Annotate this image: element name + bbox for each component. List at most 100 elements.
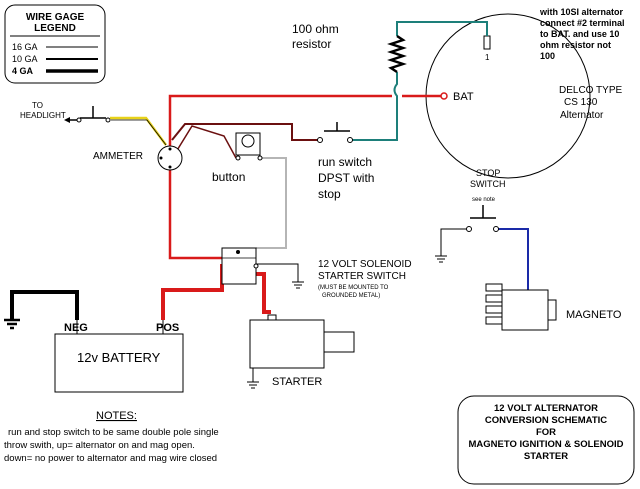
notes-line-2: throw swith, up= alternator on and mag o…: [4, 440, 195, 451]
title-box: 12 VOLT ALTERNATOR CONVERSION SCHEMATIC …: [457, 395, 635, 485]
ammeter-label: AMMETER: [93, 151, 143, 162]
red-wire-solenoid-to-starter: [256, 272, 271, 314]
run-switch-label-2: DPST with: [318, 171, 374, 185]
ammeter: [157, 145, 183, 171]
legend-item-4ga: 4 GA: [12, 66, 34, 76]
terminal-1-connector: [483, 35, 491, 50]
headlight-label-2: HEADLIGHT: [20, 111, 66, 120]
ammeter-body: [157, 145, 183, 171]
magneto-post-4: [485, 316, 503, 325]
solenoid-body: [221, 247, 257, 285]
wire-gage-legend: WIRE GAGE LEGEND 16 GA 10 GA 4 GA: [4, 4, 106, 84]
title-line-3: FOR: [536, 427, 556, 438]
solenoid-ground-wire: [256, 263, 299, 282]
bat-terminal: [440, 92, 448, 100]
push-button[interactable]: [235, 132, 263, 161]
see-note-label: see note: [472, 197, 496, 203]
solenoid-top-post: [236, 250, 240, 254]
starter-solenoid: [221, 247, 259, 285]
battery-body: [54, 333, 184, 393]
solenoid-label-3: (MUST BE MOUNTED TO: [318, 285, 389, 291]
title-line-1: 12 VOLT ALTERNATOR: [494, 403, 598, 414]
title-line-4: MAGNETO IGNITION & SOLENOID: [469, 439, 624, 450]
stop-switch-label-1: STOP: [476, 168, 500, 178]
title-line-2: CONVERSION SCHEMATIC: [485, 415, 607, 426]
red-wire-battery-to-solenoid: [161, 264, 224, 320]
stop-switch-label-2: SWITCH: [470, 179, 506, 189]
resistor-label-1: 100 ohm: [292, 22, 339, 36]
bat-label: BAT: [453, 91, 474, 103]
battery-label: 12v BATTERY: [77, 350, 161, 365]
magneto-post-2: [485, 294, 503, 303]
solenoid-ground-icon: [292, 281, 304, 289]
ammeter-top-post: [168, 147, 172, 151]
black-wire-battery-ground: [10, 290, 79, 320]
alternator-note-4: ohm resistor not: [540, 40, 611, 50]
starter-terminal: [267, 314, 277, 321]
yellow-wire-to-headlight: [110, 116, 168, 146]
gray-wire-button-to-solenoid: [256, 157, 287, 249]
notes-line-3: down= no power to alternator and mag wir…: [4, 453, 217, 464]
headlight-contact-right: [105, 117, 111, 123]
button-terminal-left: [235, 155, 241, 161]
headlight-label-1: TO: [32, 101, 43, 110]
legend-item-16ga: 16 GA: [12, 42, 38, 52]
stop-switch-contact-right: [493, 226, 499, 232]
run-switch-contact-left: [317, 137, 323, 143]
teal-wire-to-run-switch: [350, 72, 398, 141]
dark-red-wire-to-button: [175, 125, 237, 159]
stop-switch-contact-left: [466, 226, 472, 232]
starter-body: [249, 319, 325, 369]
alternator-label-2: CS 130: [564, 97, 598, 108]
magneto-body: [501, 289, 549, 331]
legend-title-1: WIRE GAGE: [26, 12, 85, 23]
alternator-note-3: to BAT. and use 10: [540, 29, 619, 39]
resistor-label-2: resistor: [292, 37, 331, 51]
battery: [54, 320, 184, 393]
legend-title-2: LEGEND: [34, 23, 76, 34]
magneto-post-3: [485, 305, 503, 314]
solenoid-side-post: [253, 263, 259, 269]
magneto-post-1: [485, 283, 503, 292]
headlight-contact-left: [76, 117, 82, 123]
button-label: button: [212, 170, 245, 184]
magneto: [485, 283, 557, 331]
magneto-label: MAGNETO: [566, 309, 622, 321]
terminal-1-label: 1: [485, 53, 490, 62]
run-switch-label-1: run switch: [318, 155, 372, 169]
battery-pos-label: POS: [156, 322, 179, 334]
notes-heading: NOTES:: [96, 410, 137, 422]
resistor-coil: [387, 34, 407, 74]
starter-motor: [249, 314, 355, 369]
dark-red-wire-to-run-switch: [171, 123, 318, 141]
run-switch-contact-right: [347, 137, 353, 143]
legend-item-10ga: 10 GA: [12, 54, 38, 64]
stop-switch[interactable]: [466, 205, 499, 232]
red-wire-ammeter-to-bat: [168, 94, 392, 148]
alternator-label-3: Alternator: [560, 110, 604, 121]
legend-box: [4, 4, 106, 84]
run-switch-label-3: stop: [318, 187, 341, 201]
headlight-arrow-icon: [64, 117, 70, 123]
battery-ground-icon: [4, 318, 20, 330]
starter-nose: [323, 331, 355, 353]
alternator-label-1: DELCO TYPE: [559, 85, 622, 96]
button-terminal-right: [257, 155, 263, 161]
battery-neg-label: NEG: [64, 322, 88, 334]
alternator-note-1: with 10SI alternator: [539, 7, 624, 17]
ammeter-bottom-post: [168, 165, 172, 169]
starter-label: STARTER: [272, 376, 322, 388]
magneto-shaft: [547, 299, 557, 321]
teal-wire-to-terminal-1: [396, 21, 488, 36]
button-cap: [241, 134, 255, 148]
notes-line-1: run and stop switch to be same double po…: [8, 427, 219, 438]
blue-wire-to-magneto: [497, 228, 529, 290]
headlight-switch[interactable]: [64, 106, 111, 123]
starter-ground-icon: [247, 381, 259, 389]
stop-switch-ground-icon: [435, 255, 447, 263]
ammeter-left-post: [159, 156, 163, 160]
run-switch[interactable]: [317, 122, 353, 143]
yellow-wire-outline: [111, 119, 167, 146]
